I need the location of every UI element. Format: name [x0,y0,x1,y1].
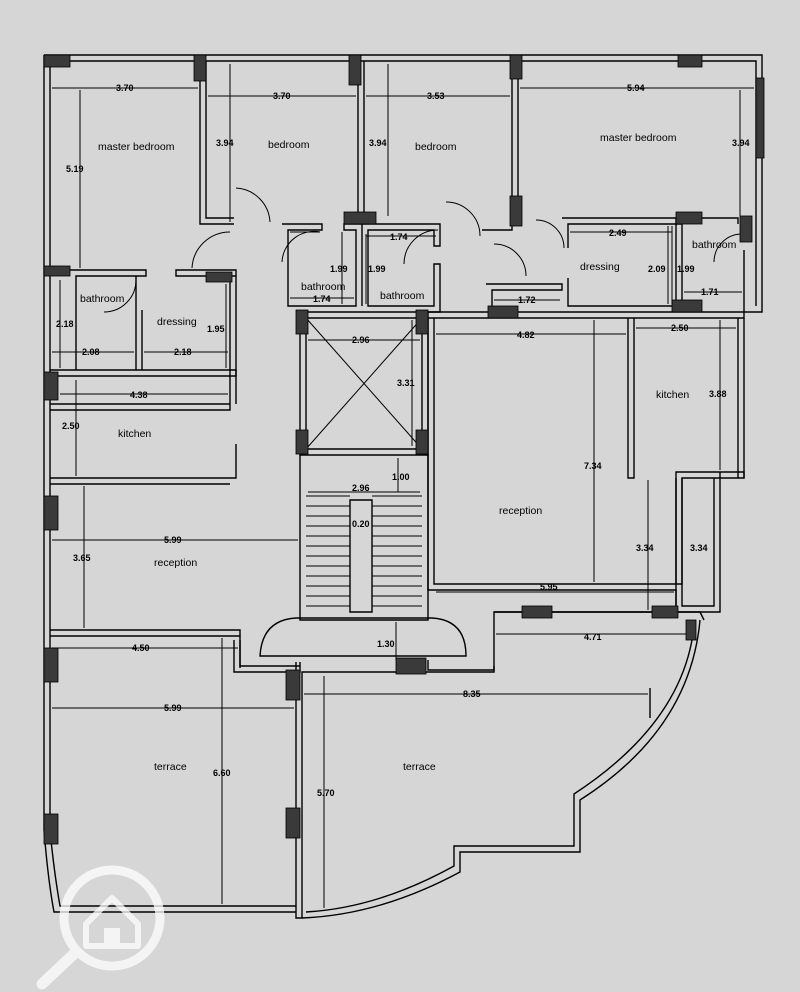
stair-treads [306,495,422,607]
dim-bed2-w: 3.53 [427,91,445,101]
dim-kit-l-h: 2.50 [62,421,80,431]
room-terrace-right: terrace [403,761,436,773]
dim-bed2-h: 3.94 [369,138,387,148]
dim-dress-r-w: 2.49 [609,228,627,238]
dim-recep-r-w-bot: 5.95 [540,582,558,592]
dim-entry-w: 1.72 [518,295,536,305]
room-terrace-left: terrace [154,761,187,773]
room-bedroom-1: bedroom [268,139,310,151]
room-reception-left: reception [154,557,197,569]
room-bathroom-center-2: bathroom [380,290,425,302]
dim-stair-land: 1.00 [392,472,410,482]
dim-recep-r-h: 7.34 [584,461,602,471]
dim-bed1-h: 3.94 [216,138,234,148]
dim-dress-r-h: 2.09 [648,264,666,274]
dim-terr-r-h: 5.70 [317,788,335,798]
room-bathroom-center-1: bathroom [301,281,346,293]
dim-recep-r-w-top: 4.82 [517,330,535,340]
dim-bath-c1-w: 1.74 [313,294,331,304]
dim-kit-r-h: 3.88 [709,389,727,399]
dim-mb-right-w: 5.94 [627,83,645,93]
doors [103,187,743,313]
dim-kit-l-w: 4.38 [130,390,148,400]
room-bathroom-left: bathroom [80,293,125,305]
dim-bath-l-w: 2.08 [82,347,100,357]
dim-dress-l-w: 2.18 [174,347,192,357]
dim-stair-w: 2.96 [352,483,370,493]
room-bedroom-2: bedroom [415,141,457,153]
dim-bath-r-w: 1.71 [701,287,719,297]
room-kitchen-right: kitchen [656,389,689,401]
dim-bath-c1-h: 1.99 [330,264,348,274]
room-reception-right: reception [499,505,542,517]
dim-bath-c2-h: 1.99 [368,264,386,274]
dim-terr-l-w: 5.99 [164,703,182,713]
room-dressing-left: dressing [157,316,197,328]
dim-recep-l-w: 5.99 [164,535,182,545]
room-bathroom-right: bathroom [692,239,737,251]
dim-mb-left-h: 5.19 [66,164,84,174]
room-kitchen-left: kitchen [118,428,151,440]
dim-lobby-h: 1.30 [377,639,395,649]
dim-bath-r-h: 1.99 [677,264,695,274]
watermark-logo [36,865,165,990]
dim-dress-l-h: 1.95 [207,324,225,334]
dim-mb-left-w: 3.70 [116,83,134,93]
dim-terr-l-top: 4.50 [132,643,150,653]
dim-bath-l-h: 2.18 [56,319,74,329]
dim-shaft-h2: 3.34 [690,543,708,553]
columns [43,54,765,845]
dim-terr-r-w: 8.35 [463,689,481,699]
dim-mb-right-h: 3.94 [732,138,750,148]
dimension-labels: 3.70 5.19 3.70 3.94 3.53 3.94 5.94 3.94 … [56,83,750,798]
dim-terr-r-top: 4.71 [584,632,602,642]
dim-recep-l-h: 3.65 [73,553,91,563]
dim-bath-c2-w: 1.74 [390,232,408,242]
dim-terr-l-h: 6.60 [213,768,231,778]
dim-elev-w: 2.96 [352,335,370,345]
dim-elev-h: 3.31 [397,378,415,388]
dimension-lines [52,64,754,908]
room-labels: master bedroom bedroom bedroom master be… [80,132,737,773]
room-master-bedroom-right: master bedroom [600,132,677,144]
dim-shaft-h1: 3.34 [636,543,654,553]
room-master-bedroom-left: master bedroom [98,141,175,153]
dim-bed1-w: 3.70 [273,91,291,101]
dim-stair-mid: 0.20 [352,519,370,529]
room-dressing-right: dressing [580,261,620,273]
dim-kit-r-w: 2.50 [671,323,689,333]
